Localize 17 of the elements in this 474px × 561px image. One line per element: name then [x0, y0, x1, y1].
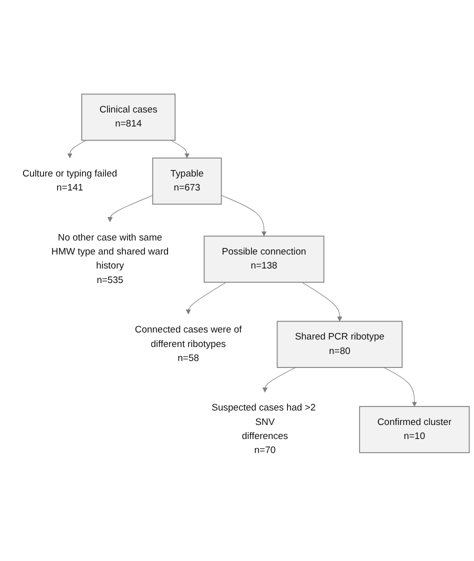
node-box: Clinical cases n=814	[81, 94, 176, 141]
arrow	[107, 195, 153, 222]
node-box: Shared PCR ribotype n=80	[276, 320, 403, 368]
node-text: Culture or typing failed n=141	[22, 168, 118, 193]
node-box: Possible connection n=138	[204, 236, 324, 283]
node-text: Suspected cases had >2 SNV differences n=70	[212, 402, 316, 456]
node-box: Typable n=673	[152, 158, 222, 205]
node-text: Connected cases were of different ribotypes n=58	[134, 324, 242, 364]
arrow	[221, 195, 267, 236]
arrow	[302, 282, 342, 322]
arrow	[186, 282, 226, 314]
arrow	[170, 140, 190, 158]
arrow	[384, 367, 418, 407]
node-text: No other case with same HMW type and shared ward history n=535	[51, 232, 169, 286]
arrow	[262, 367, 296, 393]
node-box: Confirmed cluster n=10	[359, 406, 470, 454]
arrow	[67, 140, 86, 158]
